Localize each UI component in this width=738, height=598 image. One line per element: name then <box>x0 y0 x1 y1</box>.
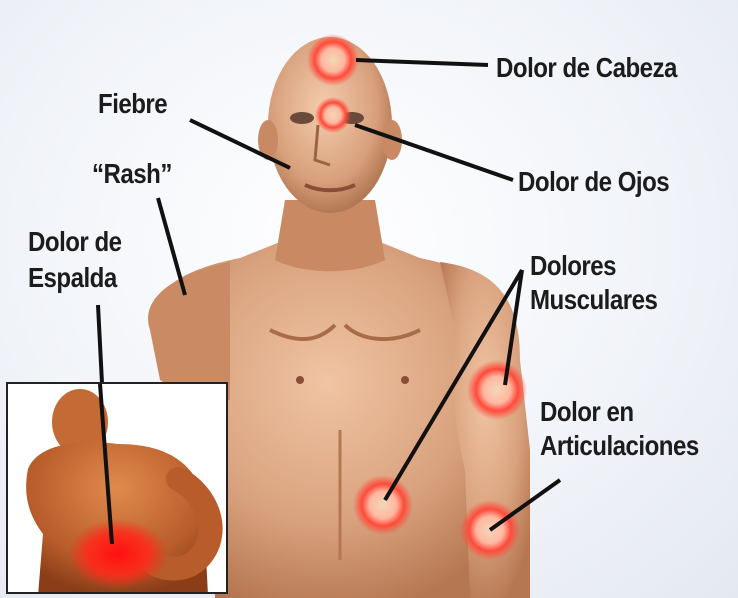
label-back-pain-line1: Dolor de <box>28 226 122 258</box>
label-eye-pain: Dolor de Ojos <box>518 166 669 198</box>
label-muscle-pain-line2: Musculares <box>530 284 657 316</box>
label-muscle-pain-line1: Dolores <box>530 250 616 282</box>
pain-marker-abdomen <box>353 475 413 535</box>
left-arm <box>148 262 230 400</box>
label-joint-pain-line2: Articulaciones <box>540 430 699 462</box>
label-back-pain-line2: Espalda <box>28 262 117 294</box>
label-joint-pain-line1: Dolor en <box>540 396 634 428</box>
pain-marker-elbow <box>467 360 527 420</box>
pain-marker-head <box>307 34 359 86</box>
label-rash: “Rash” <box>92 158 172 190</box>
label-headache: Dolor de Cabeza <box>496 52 677 84</box>
label-fever: Fiebre <box>98 88 167 120</box>
pain-marker-eye <box>315 97 351 133</box>
back-pain-inset <box>6 382 228 594</box>
back-pain-marker <box>68 519 168 589</box>
